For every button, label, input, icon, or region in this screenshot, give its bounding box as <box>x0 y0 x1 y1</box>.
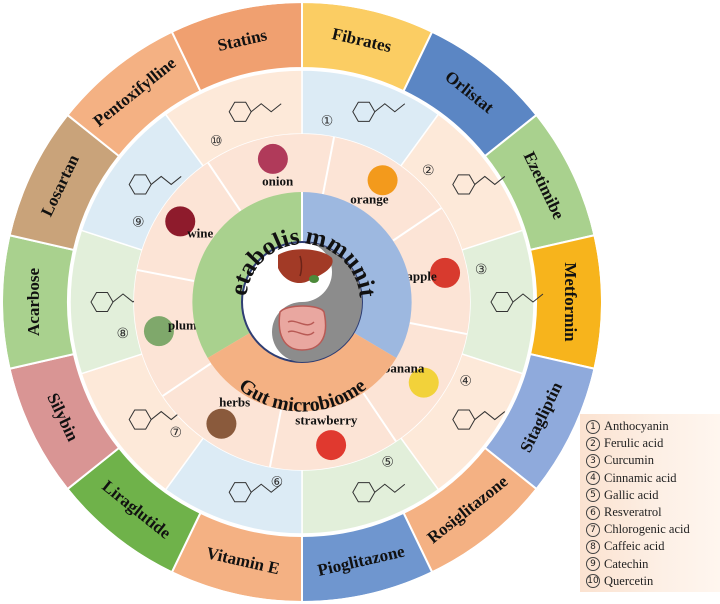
molecule-structure-icon <box>352 101 406 122</box>
food-banana: banana <box>383 360 439 398</box>
food-label: apple <box>406 269 437 284</box>
molecule-structure-icon <box>452 174 506 195</box>
drug-label: Acarbose <box>24 268 43 336</box>
legend-item: 9 Catechin <box>586 556 720 573</box>
intestines-icon <box>278 305 327 351</box>
legend-number: 4 <box>586 471 600 486</box>
legend-label: Gallic acid <box>604 487 659 502</box>
structure-markers: ① ② ③ ④ ⑤ ⑥ ⑦ ⑧ ⑨ ⑩ <box>117 114 488 491</box>
wine-icon <box>165 206 196 237</box>
onion-icon <box>257 143 288 174</box>
food-items: orange apple banana strawberry herbs plum wine… <box>143 143 461 461</box>
molecule-structure-icon <box>128 409 182 430</box>
legend-label: Caffeic acid <box>604 539 665 554</box>
legend-item: 1 Anthocyanin <box>586 418 720 435</box>
herbs-icon <box>206 408 237 439</box>
molecule-structure-icon <box>128 174 182 195</box>
legend-label: Anthocyanin <box>604 419 669 434</box>
structure-sector <box>69 229 144 375</box>
legend-label: Ferulic acid <box>604 436 664 451</box>
legend-label: Quercetin <box>604 573 654 588</box>
legend-item: 10 Quercetin <box>586 573 720 590</box>
strawberry-icon <box>316 430 347 461</box>
structure-number-marker: ① <box>321 114 334 130</box>
legend-label: Curcumin <box>604 453 654 468</box>
orange-icon <box>367 165 398 196</box>
apple-icon <box>430 257 461 288</box>
food-label: strawberry <box>295 413 358 428</box>
food-herbs: herbs <box>206 395 250 439</box>
structure-sector <box>460 229 535 375</box>
structure-number-marker: ⑩ <box>210 133 223 149</box>
legend-number: 8 <box>586 539 600 554</box>
food-label: wine <box>187 226 213 241</box>
molecule-structure-icon <box>490 291 544 313</box>
legend-number: 2 <box>586 436 600 451</box>
legend-label: Cinnamic acid <box>604 470 677 485</box>
legend-label: Catechin <box>604 556 649 571</box>
food-ring-dividers <box>136 136 468 468</box>
structure-number-marker: ⑦ <box>169 425 182 441</box>
legend-number: 1 <box>586 419 600 434</box>
structure-number-marker: ② <box>422 163 435 179</box>
legend-item: 5 Gallic acid <box>586 487 720 504</box>
banana-icon <box>408 367 439 398</box>
legend-number: 3 <box>586 453 600 468</box>
structure-number-marker: ③ <box>475 262 488 278</box>
legend-number: 10 <box>586 574 600 589</box>
structure-number-marker: ⑧ <box>117 326 130 342</box>
legend-number: 9 <box>586 557 600 572</box>
plum-icon <box>143 316 174 347</box>
food-label: onion <box>262 173 294 188</box>
structure-number-marker: ④ <box>459 374 472 390</box>
legend-number: 5 <box>586 488 600 503</box>
food-apple: apple <box>406 257 461 288</box>
structure-number-marker: ⑨ <box>132 214 145 230</box>
food-label: orange <box>350 191 389 206</box>
food-wine: wine <box>165 206 213 241</box>
legend-item: 4 Cinnamic acid <box>586 470 720 487</box>
food-onion: onion <box>257 143 294 188</box>
food-plum: plum <box>143 316 197 347</box>
food-label: herbs <box>219 395 250 410</box>
drug-label: Metformin <box>561 262 580 342</box>
food-label: plum <box>168 317 197 332</box>
core-circle <box>192 192 412 412</box>
legend-label: Resveratrol <box>604 505 662 520</box>
food-label: banana <box>383 360 425 375</box>
molecule-structure-icon <box>352 482 406 503</box>
legend-item: 2 Ferulic acid <box>586 435 720 452</box>
molecule-structure-icon <box>228 101 282 122</box>
legend-item: 7 Chlorogenic acid <box>586 521 720 538</box>
legend-label: Chlorogenic acid <box>604 522 690 537</box>
food-strawberry: strawberry <box>295 413 358 461</box>
structure-number-marker: ⑤ <box>381 455 394 471</box>
molecule-structure-icon <box>452 409 506 430</box>
legend-item: 8 Caffeic acid <box>586 538 720 555</box>
legend-number: 7 <box>586 522 600 537</box>
molecule-structure-icon <box>228 482 282 503</box>
structure-number-marker: ⑥ <box>271 474 284 490</box>
legend-number: 6 <box>586 505 600 520</box>
nutrition-wheel-diagram: orange apple banana strawberry herbs plum wine… <box>0 0 603 604</box>
legend-item: 3 Curcumin <box>586 452 720 469</box>
food-orange: orange <box>350 165 398 206</box>
liver-icon <box>278 249 333 284</box>
chemical-structure-sectors <box>69 69 544 535</box>
compound-legend: 1 Anthocyanin 2 Ferulic acid 3 Curcumin 4 Cinna… <box>580 414 720 592</box>
legend-item: 6 Resveratrol <box>586 504 720 521</box>
